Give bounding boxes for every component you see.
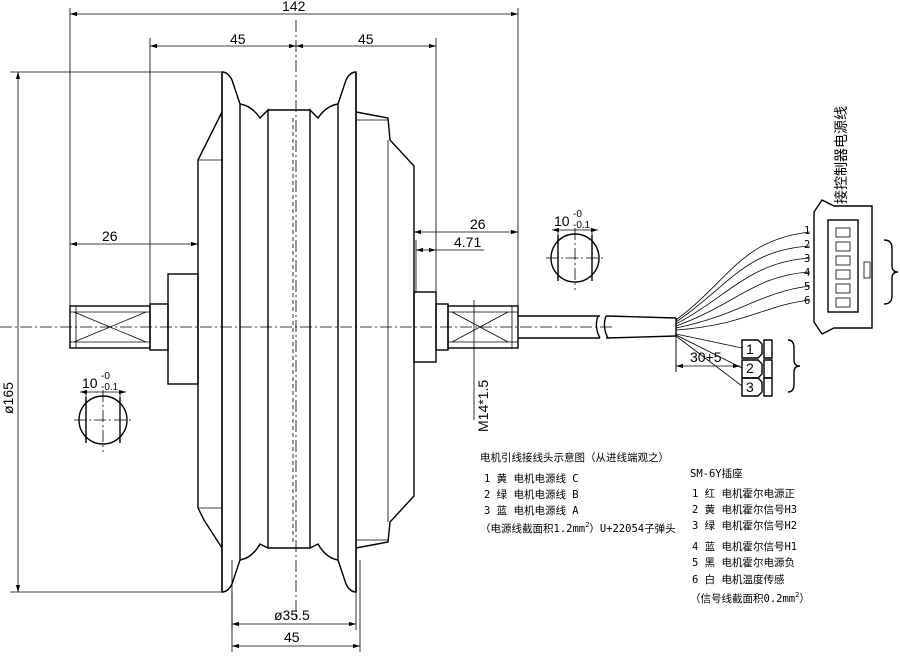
terminal-label-1: 1 xyxy=(746,341,754,357)
signal-note-line-5: 5 黑 电机霍尔电源负 xyxy=(692,556,795,569)
flat-left-nominal: 10 xyxy=(82,375,98,391)
signal-note-spec: （信号线截面积0.2mm2） xyxy=(690,591,810,605)
power-notes-title: 电机引线接线头示意图（从进线端观之） xyxy=(480,451,669,464)
signal-note-line-6: 6 白 电机温度传感 xyxy=(692,573,785,586)
dim-overall-width: 142 xyxy=(282,0,306,14)
flat-left-tol-lower: -0.1 xyxy=(101,382,119,393)
dim-right-shaft: 26 xyxy=(470,216,486,232)
pin-label-6: 6 xyxy=(804,295,810,307)
signal-notes: SM-6Y插座 1 红 电机霍尔电源正 2 黄 电机霍尔信号H3 3 绿 电机霍… xyxy=(690,467,810,605)
signal-note-line-1: 1 红 电机霍尔电源正 xyxy=(692,487,795,500)
connector-pin-labels: 1 2 3 4 5 6 xyxy=(804,225,810,307)
terminal-label-3: 3 xyxy=(746,379,754,395)
flat-detail-left: 10 -0 -0.1 xyxy=(74,371,132,452)
flat-right-tol-lower: -0.1 xyxy=(573,220,591,231)
dim-thread: M14*1.5 xyxy=(475,380,491,432)
signal-note-line-2: 2 黄 电机霍尔信号H3 xyxy=(692,503,797,516)
power-note-spec: （电源线截面积1.2mm2）U+22054子弹头 xyxy=(480,521,676,535)
signal-note-line-4: 4 蓝 电机霍尔信号H1 xyxy=(692,540,797,553)
connector-label: 接控制器电源线 xyxy=(833,106,850,204)
dim-offset: 4.71 xyxy=(454,234,481,250)
cable xyxy=(518,315,677,339)
flat-left-tol-upper: -0 xyxy=(101,371,110,382)
dim-left-half: 45 xyxy=(230,31,246,47)
dim-diameter: ø165 xyxy=(0,382,16,414)
sm-6y-connector xyxy=(813,199,873,335)
flat-detail-right: 10 -0 -0.1 xyxy=(546,209,604,290)
terminal-label-2: 2 xyxy=(746,360,754,376)
signal-notes-title: SM-6Y插座 xyxy=(690,467,743,480)
power-note-line-3: 3 蓝 电机电源线 A xyxy=(484,504,579,517)
power-note-line-2: 2 绿 电机电源线 B xyxy=(484,488,579,501)
connector-brace xyxy=(883,239,899,305)
pin-label-1: 1 xyxy=(804,225,810,237)
motor-body xyxy=(197,71,415,593)
pin-label-2: 2 xyxy=(804,239,810,251)
dim-cable-length: 30+5 xyxy=(690,349,722,365)
flat-right-nominal: 10 xyxy=(554,213,570,229)
dim-bottom-width: 45 xyxy=(284,629,300,645)
dim-inner-diameter: ø35.5 xyxy=(274,607,310,623)
power-terminals: 1 2 3 xyxy=(741,339,773,397)
dimension-texts: 142 45 45 26 26 4.71 ø165 ø35.5 45 M14*1… xyxy=(0,0,722,645)
pin-label-4: 4 xyxy=(804,267,810,279)
left-shaft xyxy=(69,273,199,385)
flat-right-tol-upper: -0 xyxy=(573,209,582,220)
dimension-lines xyxy=(10,8,740,652)
dim-left-shaft: 26 xyxy=(102,228,118,244)
terminal-brace xyxy=(787,339,801,393)
pin-label-3: 3 xyxy=(804,253,810,265)
dim-right-half: 45 xyxy=(358,31,374,47)
power-notes: 电机引线接线头示意图（从进线端观之） 1 黄 电机电源线 C 2 绿 电机电源线… xyxy=(480,451,676,535)
power-note-line-1: 1 黄 电机电源线 C xyxy=(484,472,579,485)
signal-note-line-3: 3 绿 电机霍尔信号H2 xyxy=(692,519,797,532)
pin-label-5: 5 xyxy=(804,281,810,293)
